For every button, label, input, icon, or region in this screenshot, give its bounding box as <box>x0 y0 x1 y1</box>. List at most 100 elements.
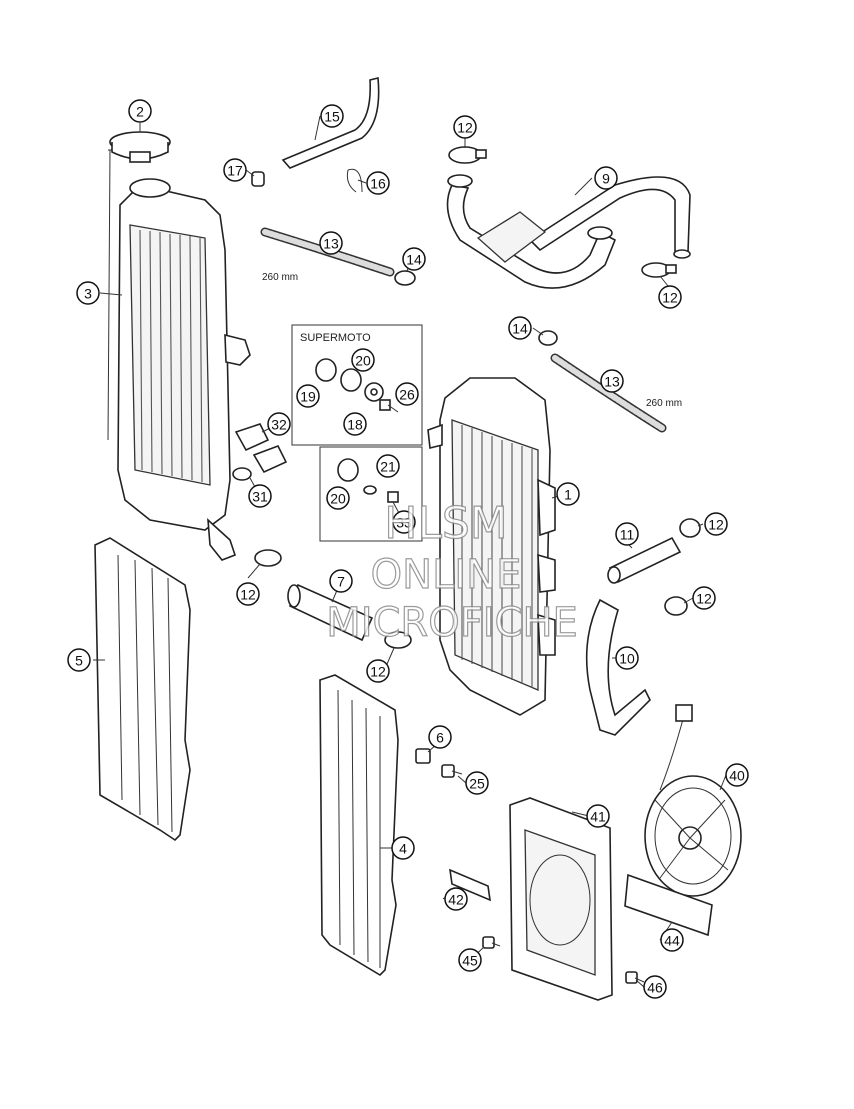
watermark-line-2: ONLINE <box>371 552 522 598</box>
callout-number: 13 <box>323 236 339 252</box>
hose-clamp-12-hose10 <box>664 596 688 616</box>
callout-number: 31 <box>252 489 268 505</box>
screw-17 <box>251 171 265 187</box>
callout-16: 16 <box>366 171 390 195</box>
callout-number: 11 <box>620 527 635 543</box>
fan-shroud-41 <box>509 797 613 1001</box>
callout-number: 12 <box>240 587 256 603</box>
callout-number: 19 <box>300 389 316 405</box>
hose-9 <box>446 174 691 289</box>
callout-number: 32 <box>271 417 287 433</box>
callout-circle <box>248 484 272 508</box>
callout-circle <box>343 412 367 436</box>
callout-number: 15 <box>324 109 340 125</box>
callout-number: 14 <box>512 321 528 337</box>
callout-12: 12 <box>366 659 390 683</box>
callout-26: 26 <box>395 382 419 406</box>
callout-number: 33 <box>396 515 412 531</box>
clamp-14-right <box>538 330 558 346</box>
callout-number: 1 <box>564 487 572 503</box>
clamp-14-left <box>394 270 416 286</box>
callout-circle <box>392 510 416 534</box>
bracket-44 <box>624 873 713 937</box>
callout-40: 40 <box>725 763 749 787</box>
callout-45: 45 <box>458 948 482 972</box>
callout-circle <box>320 104 344 128</box>
callout-number: 12 <box>696 591 712 607</box>
hose-clamp-12-left-low <box>254 549 282 567</box>
callout-circle <box>366 171 390 195</box>
callout-25: 25 <box>465 771 489 795</box>
callout-circle <box>366 659 390 683</box>
callout-circle <box>236 582 260 606</box>
callout-number: 14 <box>406 252 422 268</box>
callout-number: 13 <box>604 374 620 390</box>
callout-5: 5 <box>67 648 91 672</box>
cooling-fan-40 <box>644 704 742 897</box>
left-radiator <box>107 149 251 561</box>
supermoto-group: SUPERMOTO <box>291 324 423 446</box>
callout-number: 20 <box>330 491 346 507</box>
spring-clip-16 <box>346 168 363 193</box>
callout-13: 13 <box>600 369 624 393</box>
callout-number: 9 <box>602 171 610 187</box>
watermark-line-3: MICROFICHE <box>326 600 578 646</box>
filler-neck <box>129 178 171 198</box>
callout-12: 12 <box>236 582 260 606</box>
callout-number: 12 <box>370 664 386 680</box>
spacer-42 <box>449 868 491 902</box>
fitting-group <box>319 446 423 542</box>
callout-number: 16 <box>370 176 386 192</box>
hose-10 <box>585 598 651 736</box>
hose-7 <box>287 583 374 642</box>
callout-15: 15 <box>320 104 344 128</box>
callout-44: 44 <box>660 928 684 952</box>
callout-circle <box>402 247 426 271</box>
callout-31: 31 <box>248 484 272 508</box>
callout-19: 19 <box>296 384 320 408</box>
callout-number: 41 <box>590 809 606 825</box>
callout-circle <box>351 348 375 372</box>
callout-1: 1 <box>556 482 580 506</box>
callout-21: 21 <box>376 454 400 478</box>
callout-number: 44 <box>664 933 680 949</box>
callout-circle <box>76 281 100 305</box>
callout-10: 10 <box>615 646 639 670</box>
callout-circle <box>725 763 749 787</box>
callout-14: 14 <box>402 247 426 271</box>
callout-20: 20 <box>326 486 350 510</box>
callout-13: 13 <box>319 231 343 255</box>
callout-circle <box>376 454 400 478</box>
hose-15 <box>281 76 380 169</box>
callout-circle <box>615 646 639 670</box>
callout-circle <box>556 482 580 506</box>
callout-circle <box>391 836 415 860</box>
callout-number: 3 <box>84 286 92 302</box>
callout-number: 21 <box>380 459 396 475</box>
callout-number: 7 <box>337 574 345 590</box>
callout-number: 45 <box>462 953 478 969</box>
left-radiator-louver <box>94 537 191 842</box>
callout-number: 46 <box>647 980 663 996</box>
callout-circle <box>660 928 684 952</box>
callout-6: 6 <box>428 725 452 749</box>
callout-circle <box>128 99 152 123</box>
screw-45 <box>482 936 501 949</box>
callout-circle <box>600 369 624 393</box>
callout-circle <box>704 512 728 536</box>
callout-circle <box>329 569 353 593</box>
callout-46: 46 <box>643 975 667 999</box>
callout-41: 41 <box>586 804 610 828</box>
callout-33: 33 <box>392 510 416 534</box>
center-radiator-louver <box>319 674 399 977</box>
callout-number: 2 <box>136 104 144 120</box>
callout-number: 12 <box>457 120 473 136</box>
callout-number: 18 <box>347 417 363 433</box>
callout-number: 25 <box>469 776 485 792</box>
callout-circle <box>658 285 682 309</box>
callout-number: 26 <box>399 387 415 403</box>
dimension-label-right: 260 mm <box>646 398 682 409</box>
callout-circle <box>458 948 482 972</box>
callout-14: 14 <box>508 316 532 340</box>
